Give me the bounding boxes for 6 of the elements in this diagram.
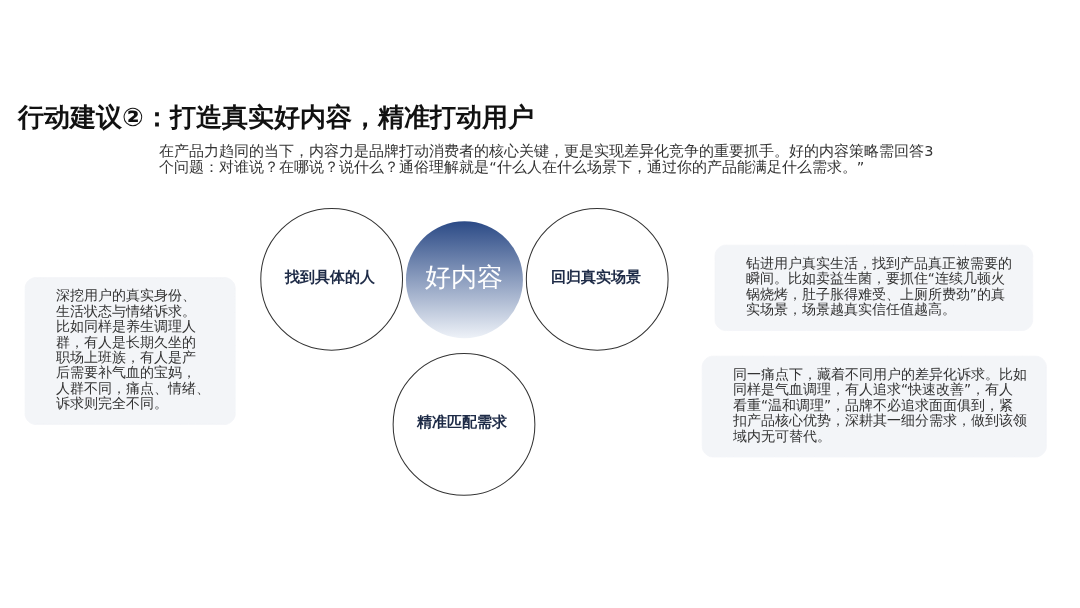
node-circle: 好内容 [405, 220, 523, 338]
node-circle: 找到具体的人 [260, 207, 404, 351]
node-circle: 精准匹配需求 [392, 352, 536, 496]
node-circle: 回归真实场景 [525, 207, 669, 351]
diagram-title: 行动建议②：打造真实好内容，精准打动用户 [18, 101, 534, 132]
label: 在产品力趋同的当下，内容力是品牌打动消费者的核心关键，更是实现差异化竞争的重要抓手。好的内容策略需回答3个问题：对谁说？在哪说？说什么？通俗理解就是“什么人在什么场景下，通过你的产品能满足什么需求。” [159, 142, 934, 175]
